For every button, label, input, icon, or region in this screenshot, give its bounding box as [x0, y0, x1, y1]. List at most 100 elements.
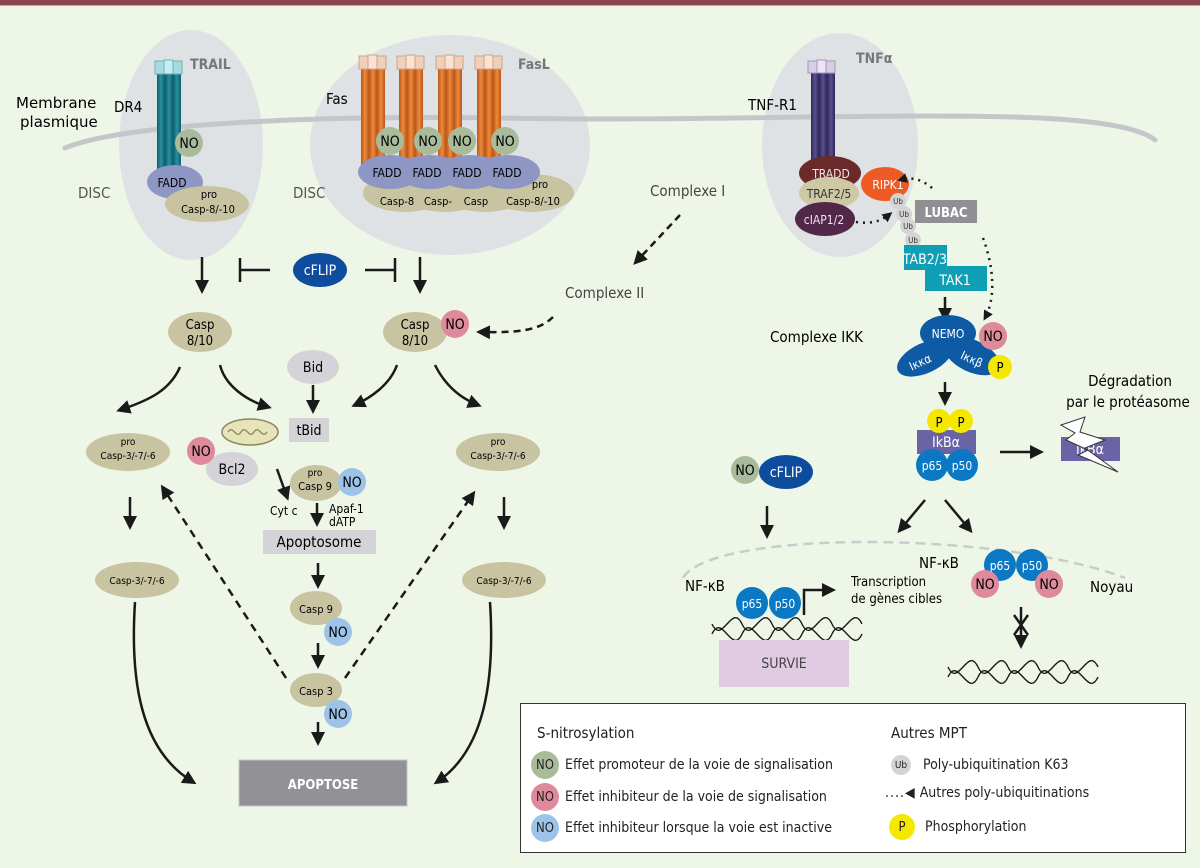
ikk-complex — [897, 315, 1001, 377]
tnfa-label: TNFα — [856, 51, 893, 67]
fadd-text: FADD — [157, 176, 186, 190]
p-text: P — [957, 416, 964, 431]
mitochondrion-icon — [221, 418, 279, 446]
ciap12 — [795, 202, 855, 236]
ub-text: Ub — [903, 222, 913, 231]
p50-text: p50 — [952, 459, 973, 473]
transcription-label: Transcription — [850, 575, 926, 590]
nemo-text: NEMO — [932, 327, 965, 341]
no-inhibitor-badge — [979, 322, 1007, 350]
nfkb-label-left: NF-κB — [685, 577, 725, 595]
phospho-icon: P — [889, 814, 915, 840]
no-promoter-badge — [175, 129, 203, 157]
no-inhibitor-badge — [441, 310, 469, 338]
complex-ii-to-casp8-arrow — [476, 316, 554, 340]
casp-text: Casp-3/-7/-6 — [470, 451, 525, 462]
legend-label: Effet inhibiteur de la voie de signalisa… — [565, 789, 827, 805]
ubiquitin-icon: Ub — [891, 755, 911, 775]
nfkb-label-right: NF-κB — [919, 554, 959, 572]
no-text: NO — [452, 134, 471, 150]
transcription-arrow — [802, 583, 836, 615]
no-promoter-badge — [731, 456, 759, 484]
arrow — [218, 364, 272, 411]
membrane-label: Membrane — [16, 94, 96, 112]
complexe-i-label: Complexe I — [650, 182, 725, 200]
top-border — [0, 0, 1200, 6]
fadd-text: FADD — [452, 166, 481, 180]
casp810-left — [168, 312, 232, 352]
p50-circle — [769, 587, 801, 619]
no-text: NO — [179, 136, 198, 152]
arrow — [433, 364, 482, 408]
no-text: NO — [983, 329, 1002, 345]
no-text: NO — [445, 317, 464, 333]
complexe-ii-label: Complexe II — [565, 284, 644, 302]
fas-receptors — [358, 54, 503, 165]
casp9 — [290, 591, 342, 625]
arrow — [116, 366, 182, 414]
arrow — [275, 468, 291, 501]
legend-label: Autres poly-ubiquitinations — [919, 785, 1090, 801]
pro-text: pro — [308, 468, 323, 479]
traf-text: TRAF2/5 — [806, 187, 852, 201]
legend-item-phosphorylation: P Phosphorylation — [889, 814, 1027, 840]
ripk1 — [861, 167, 909, 201]
ikba-text: IkBα — [932, 435, 960, 451]
dr4-label: DR4 — [114, 98, 142, 116]
no-inactive-badge — [338, 468, 366, 496]
degradation-label-2: par le protéasome — [1066, 393, 1190, 411]
cytc-label: Cyt c — [270, 504, 298, 518]
p-text: P — [935, 416, 942, 431]
survie-box — [719, 640, 849, 687]
p50-circle-right — [1016, 549, 1048, 581]
pro-text: pro — [532, 178, 548, 191]
lubac-box — [915, 200, 977, 223]
casp376-left — [95, 562, 179, 598]
complexe-ikk-label: Complexe IKK — [770, 328, 864, 346]
legend-label: Poly-ubiquitination K63 — [923, 757, 1069, 773]
procasp376-right — [456, 433, 540, 471]
transcription-label-2: de gènes cibles — [851, 592, 942, 607]
apoptose-box — [238, 759, 408, 807]
fadd-text: FADD — [492, 166, 521, 180]
bcl2 — [206, 452, 258, 486]
apoptosome-text: Apoptosome — [277, 533, 362, 551]
procasp-text: Casp — [464, 195, 488, 208]
ub-text: Ub — [893, 197, 903, 206]
tnfr1-receptor — [807, 59, 836, 166]
arrow — [351, 364, 399, 408]
tbid-box — [289, 418, 329, 442]
trail-label: TRAIL — [190, 57, 231, 73]
degradation-label: Dégradation — [1088, 372, 1172, 390]
procasp810-trail — [165, 186, 249, 222]
no-inactive-badge — [324, 700, 352, 728]
tak-text: TAK1 — [938, 273, 971, 289]
apoptosome-box — [263, 530, 376, 554]
p50-text: p50 — [1022, 559, 1043, 573]
traf25 — [799, 177, 859, 209]
tnfr1-label: TNF-R1 — [747, 96, 797, 114]
ub-text: Ub — [908, 236, 918, 245]
casp-text: Casp 3 — [299, 685, 333, 698]
no-text: NO — [975, 577, 994, 593]
arrow — [132, 601, 197, 785]
legend-label: Effet inhibiteur lorsque la voie est ina… — [565, 820, 832, 836]
legend-item-ubiquitination: Ub Poly-ubiquitination K63 — [887, 755, 1069, 775]
casp-text: Casp 9 — [298, 480, 332, 493]
no-inactive-badge — [324, 618, 352, 646]
bid — [287, 350, 339, 384]
plasma-membrane — [62, 113, 1158, 151]
no-promoter-icon: NO — [531, 751, 559, 779]
arrow — [897, 499, 926, 534]
p-text: P — [996, 361, 1003, 376]
no-inactive-icon: NO — [531, 814, 559, 842]
tbid-text: tBid — [296, 423, 321, 439]
ciap-text: cIAP1/2 — [804, 213, 844, 227]
casp-text: 8/10 — [187, 334, 213, 349]
ub-text: Ub — [899, 210, 909, 219]
fas-no-badges — [376, 127, 519, 155]
membrane-label-2: plasmique — [20, 113, 98, 131]
tradd-text: TRADD — [811, 167, 850, 181]
complex-i-to-ii-arrow — [633, 214, 681, 265]
